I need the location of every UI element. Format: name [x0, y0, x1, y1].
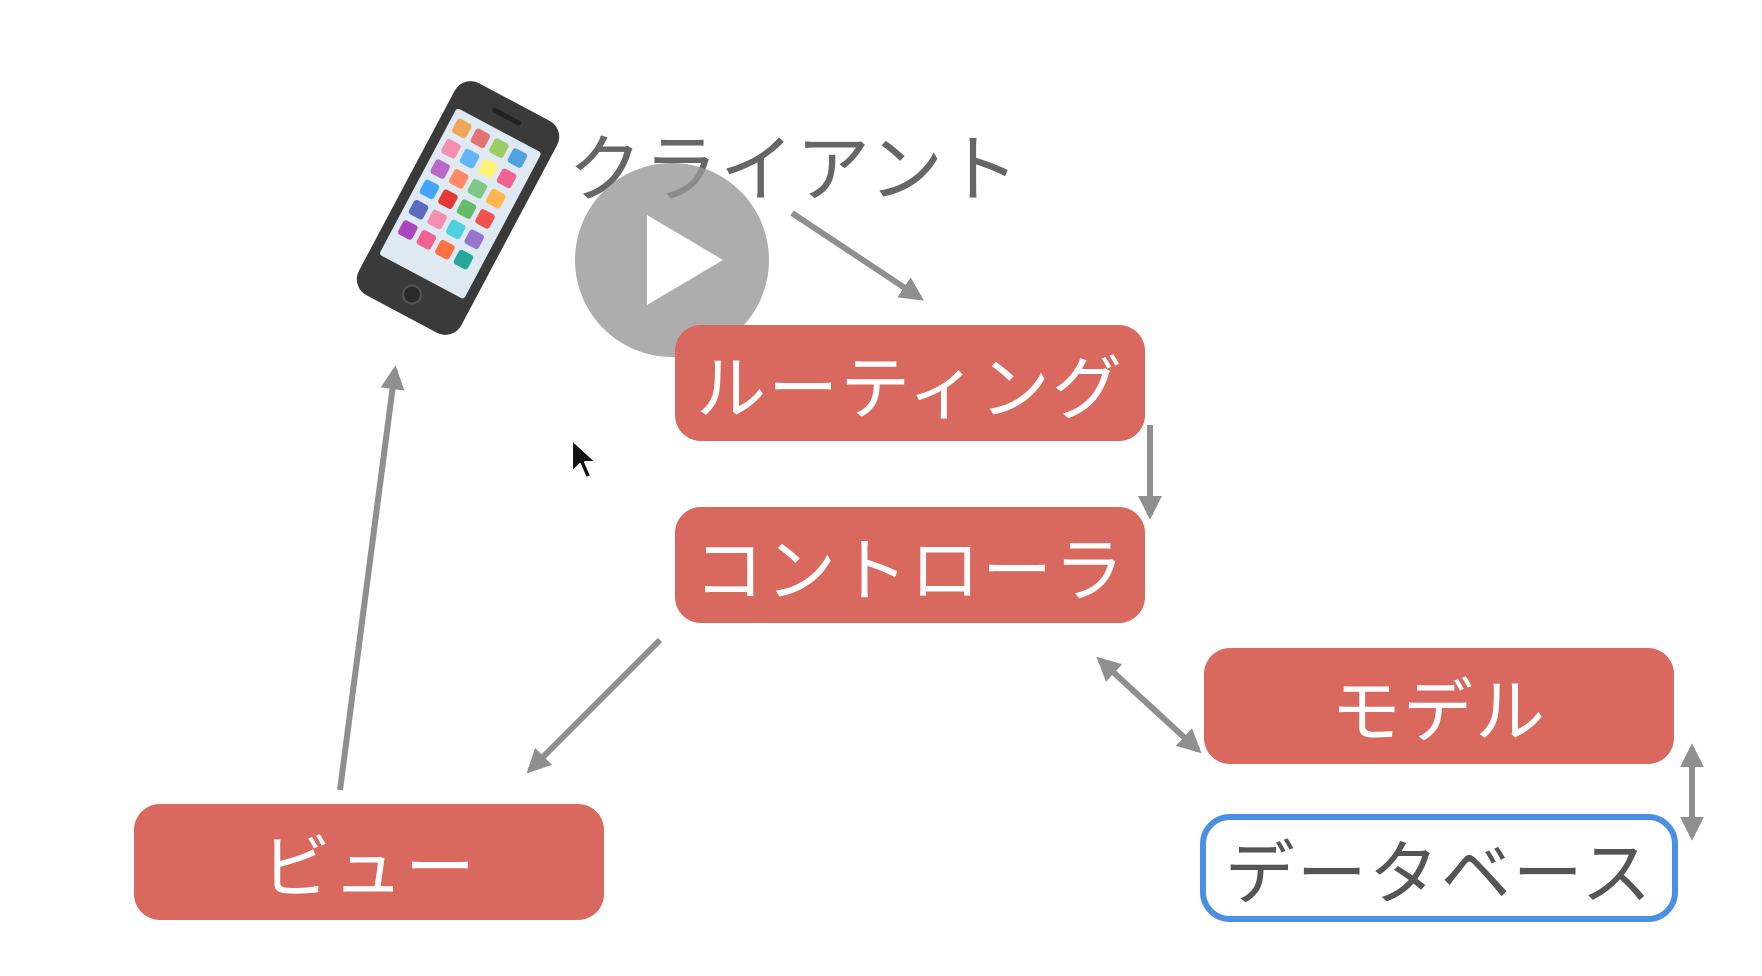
- arrow-controller-model: [1096, 656, 1202, 754]
- model-box: モデル: [1204, 648, 1674, 764]
- routing-label: ルーティング: [696, 347, 1124, 430]
- database-label: データベース: [1224, 832, 1654, 915]
- play-icon: [647, 215, 723, 305]
- arrow-view-to-client: [337, 365, 405, 791]
- arrow-client-to-routing: [790, 210, 924, 301]
- database-box: データベース: [1200, 814, 1678, 922]
- play-button[interactable]: [575, 163, 769, 357]
- controller-box: コントローラ: [675, 507, 1145, 623]
- routing-box: ルーティング: [675, 325, 1145, 441]
- view-label: ビュー: [261, 826, 477, 909]
- arrow-controller-to-view: [526, 637, 663, 774]
- controller-label: コントローラ: [694, 529, 1126, 612]
- mouse-pointer-icon: [570, 438, 600, 482]
- view-box: ビュー: [134, 804, 604, 920]
- model-label: モデル: [1331, 670, 1547, 753]
- smartphone-icon: [338, 78, 578, 338]
